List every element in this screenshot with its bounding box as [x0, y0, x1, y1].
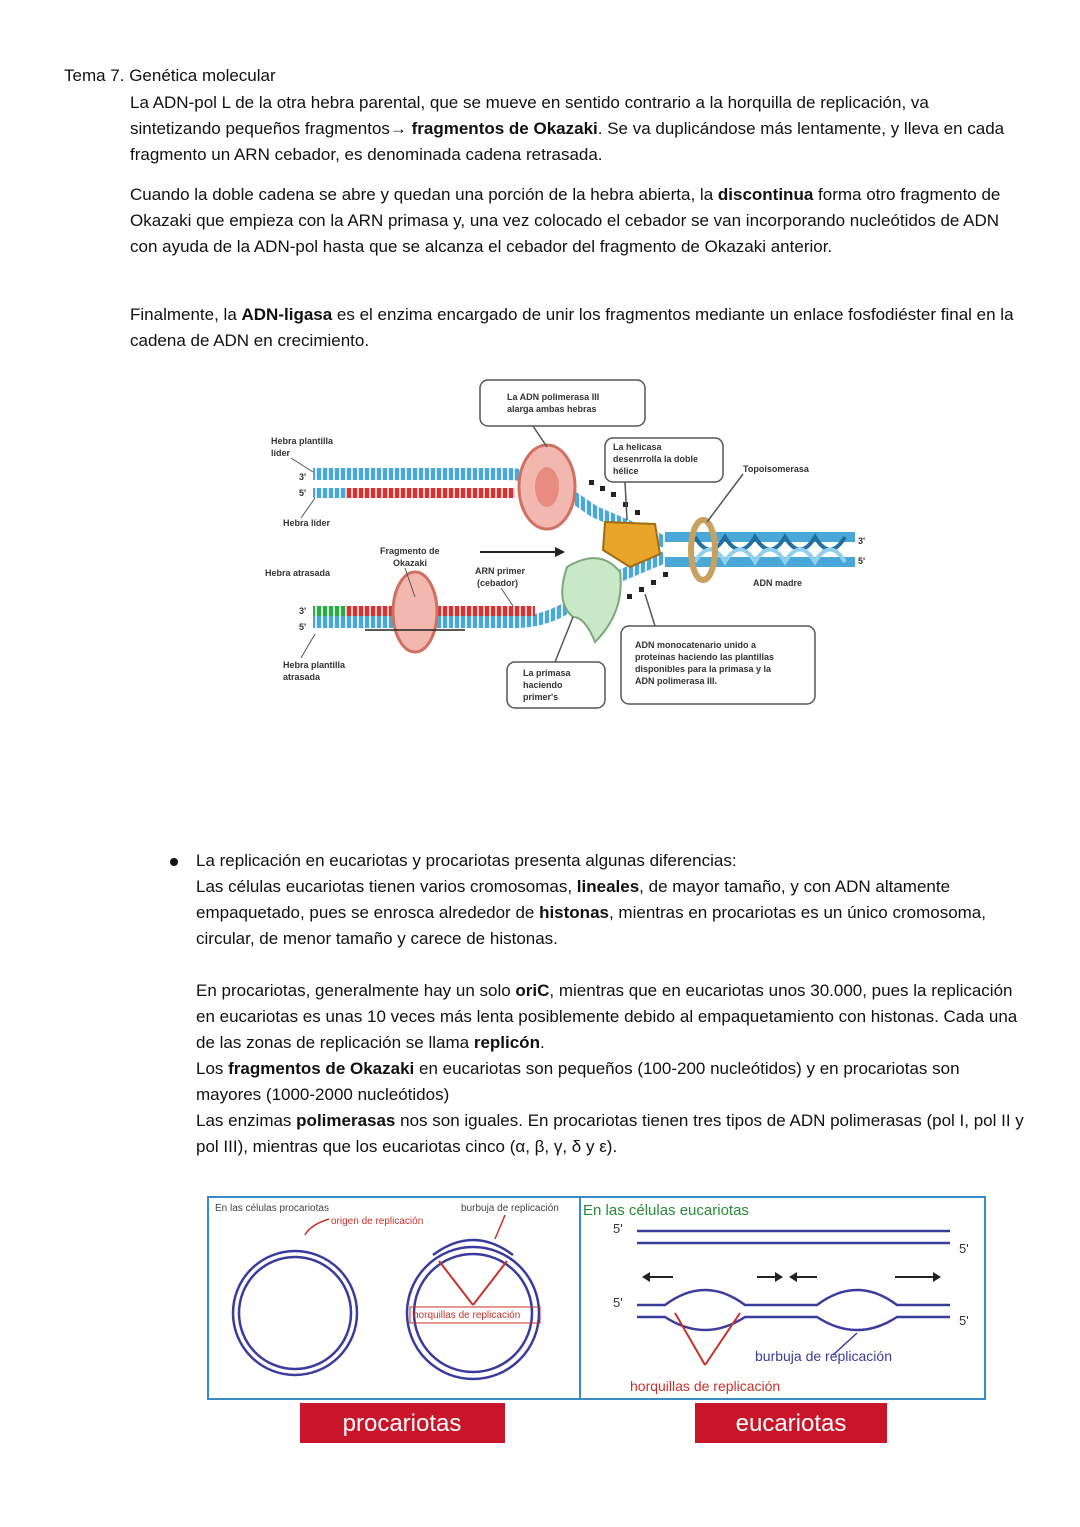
primase [561, 557, 622, 644]
svg-text:proteínas haciendo las plantil: proteínas haciendo las plantillas [635, 652, 774, 662]
primer-label-1: ARN primer [475, 566, 526, 576]
pol3-label-line1: La ADN polimerasa III [507, 392, 599, 402]
paragraph-ligasa: Finalmente, la ADN-ligasa es el enzima e… [130, 305, 1014, 350]
svg-text:disponibles para la primasa y: disponibles para la primasa y la [635, 664, 772, 674]
forks-pro-label: horquillas de replicación [413, 1310, 520, 1321]
eukaryote-caption: eucariotas [736, 1410, 847, 1437]
svg-text:5': 5' [959, 1313, 969, 1328]
eukaryote-caption-box [695, 1403, 887, 1443]
primer-label-2: (cebador) [477, 578, 518, 588]
bullet-polymerases: Las enzimas polimerasas nos son iguales.… [196, 1111, 1024, 1156]
eukaryote-panel [579, 1196, 986, 1400]
prokaryote-title: En las células procariotas [215, 1203, 329, 1214]
bubble-eu-label: burbuja de replicación [755, 1348, 892, 1364]
prokaryote-chromosome-inner [237, 1255, 353, 1371]
prokaryote-eukaryote-diagram: En las células procariotas origen de rep… [207, 1196, 986, 1443]
okazaki-label-2: Okazaki [393, 558, 427, 568]
origin-label: origen de replicación [331, 1216, 423, 1227]
svg-text:3': 3' [299, 472, 306, 482]
svg-text:ADN monocatenario unido a: ADN monocatenario unido a [635, 640, 757, 650]
replication-fork-diagram: La ADN polimerasa III alarga ambas hebra… [265, 379, 865, 709]
svg-text:5': 5' [613, 1221, 623, 1236]
leading-strand-label: Hebra líder [283, 518, 331, 528]
prokaryote-replication-bubble [432, 1238, 514, 1257]
polymerase-lagging [391, 570, 439, 654]
lagging-red-fragment-2 [435, 606, 535, 616]
prokaryote-caption-box [300, 1403, 505, 1443]
svg-text:primer's: primer's [523, 692, 558, 702]
eukaryote-strand-top [637, 1288, 950, 1307]
paragraph-okazaki: La ADN-pol L de la otra hebra parental, … [130, 93, 1005, 164]
ssb-callout [620, 625, 816, 705]
pol3-callout [479, 379, 646, 427]
svg-text:ADN polimerasa III.: ADN polimerasa III. [635, 676, 717, 686]
bullet-section: La replicación en eucariotas y procariot… [196, 848, 1026, 1160]
helicase-callout [604, 437, 724, 483]
paragraph-discontinua: Cuando la doble cadena se abre y quedan … [130, 185, 1001, 256]
leading-new-strand-blue [313, 488, 345, 498]
prokaryote-caption: procariotas [343, 1410, 462, 1437]
lagging-red-fragment-1 [345, 606, 400, 616]
svg-text:5': 5' [299, 622, 306, 632]
topoisomerase-ring [688, 517, 718, 583]
svg-text:3': 3' [858, 536, 865, 546]
bullet-dot [170, 858, 178, 866]
prokaryote-chromosome-outer [231, 1249, 359, 1377]
bullet-okazaki-size: Los fragmentos de Okazaki en eucariotas … [196, 1059, 960, 1104]
svg-text:La primasa: La primasa [523, 668, 572, 678]
lagging-template-label-2: atrasada [283, 672, 321, 682]
helicase [601, 520, 662, 569]
svg-text:desenrrolla la doble: desenrrolla la doble [613, 454, 698, 464]
svg-text:La helicasa: La helicasa [613, 442, 663, 452]
prokaryote-panel [207, 1196, 581, 1400]
svg-text:haciendo: haciendo [523, 680, 563, 690]
bullet-oric: En procariotas, generalmente hay un solo… [196, 981, 1018, 1052]
eukaryote-strand-bottom [637, 1315, 950, 1332]
leading-template-label-2: líder [271, 448, 291, 458]
topoisomerase-label: Topoisomerasa [743, 464, 810, 474]
bullet-eukaryote-chromosomes: Las células eucariotas tienen varios cro… [196, 877, 986, 948]
okazaki-label-1: Fragmento de [380, 546, 440, 556]
lagging-strand-label: Hebra atrasada [265, 568, 331, 578]
svg-text:5': 5' [858, 556, 865, 566]
svg-text:hélice: hélice [613, 466, 639, 476]
svg-text:5': 5' [613, 1295, 623, 1310]
page-header: Tema 7. Genética molecular [64, 66, 276, 85]
leading-template-label-1: Hebra plantilla [271, 436, 334, 446]
forks-eu-label: horquillas de replicación [630, 1378, 780, 1394]
bullet-intro: La replicación en eucariotas y procariot… [196, 851, 737, 870]
eukaryote-title: En las células eucariotas [583, 1202, 749, 1219]
lagging-green-fragment-1 [313, 606, 345, 616]
pol3-label-line2: alarga ambas hebras [507, 404, 597, 414]
svg-text:5': 5' [959, 1241, 969, 1256]
parent-dna-label: ADN madre [753, 578, 802, 588]
lagging-template-label-1: Hebra plantilla [283, 660, 346, 670]
primase-callout [506, 661, 606, 709]
svg-text:3': 3' [299, 606, 306, 616]
leading-new-strand-red [345, 488, 515, 498]
svg-text:5': 5' [299, 488, 306, 498]
bubble-pro-label: burbuja de replicación [461, 1203, 559, 1214]
